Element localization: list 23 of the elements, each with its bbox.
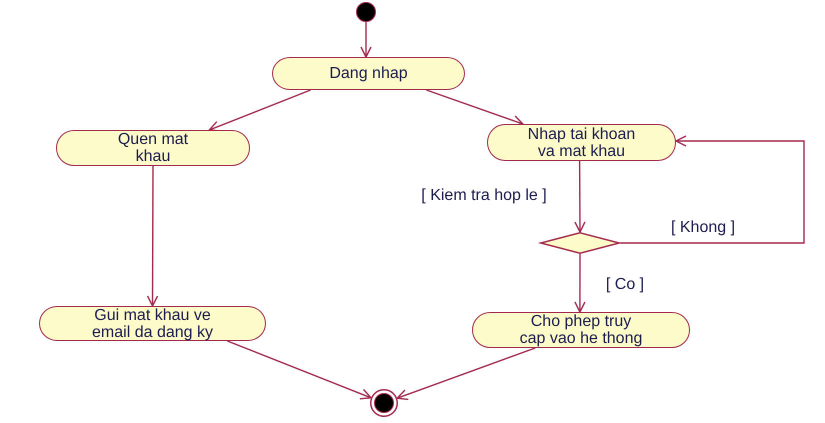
activity-box xyxy=(472,312,690,348)
initial-node-circle xyxy=(356,2,376,22)
activity-label: Dang nhap xyxy=(328,65,409,82)
arrow xyxy=(360,22,372,58)
guard-condition-label: [ Kiem tra hop le ] xyxy=(419,187,549,205)
final-node-circle xyxy=(370,389,398,417)
activity-label: Gui mat khau ve email da dang ky xyxy=(91,306,214,340)
arrow xyxy=(396,347,536,400)
activity-label: Nhap tai khoan va mat khau xyxy=(526,126,636,160)
activity-box xyxy=(487,124,676,161)
activity-label: Quen mat khau xyxy=(116,131,190,165)
arrow xyxy=(574,254,586,313)
arrow xyxy=(208,89,311,132)
arrow xyxy=(227,340,372,400)
activity-label: Cho phep truy cap vao he thong xyxy=(518,313,644,347)
activity-box xyxy=(272,57,465,90)
arrow xyxy=(620,135,805,244)
arrow xyxy=(574,161,586,233)
arrow xyxy=(146,166,158,307)
decision-diamond xyxy=(540,232,620,254)
arrow xyxy=(426,89,524,126)
activity-box xyxy=(39,306,266,341)
activity-box xyxy=(56,130,250,166)
